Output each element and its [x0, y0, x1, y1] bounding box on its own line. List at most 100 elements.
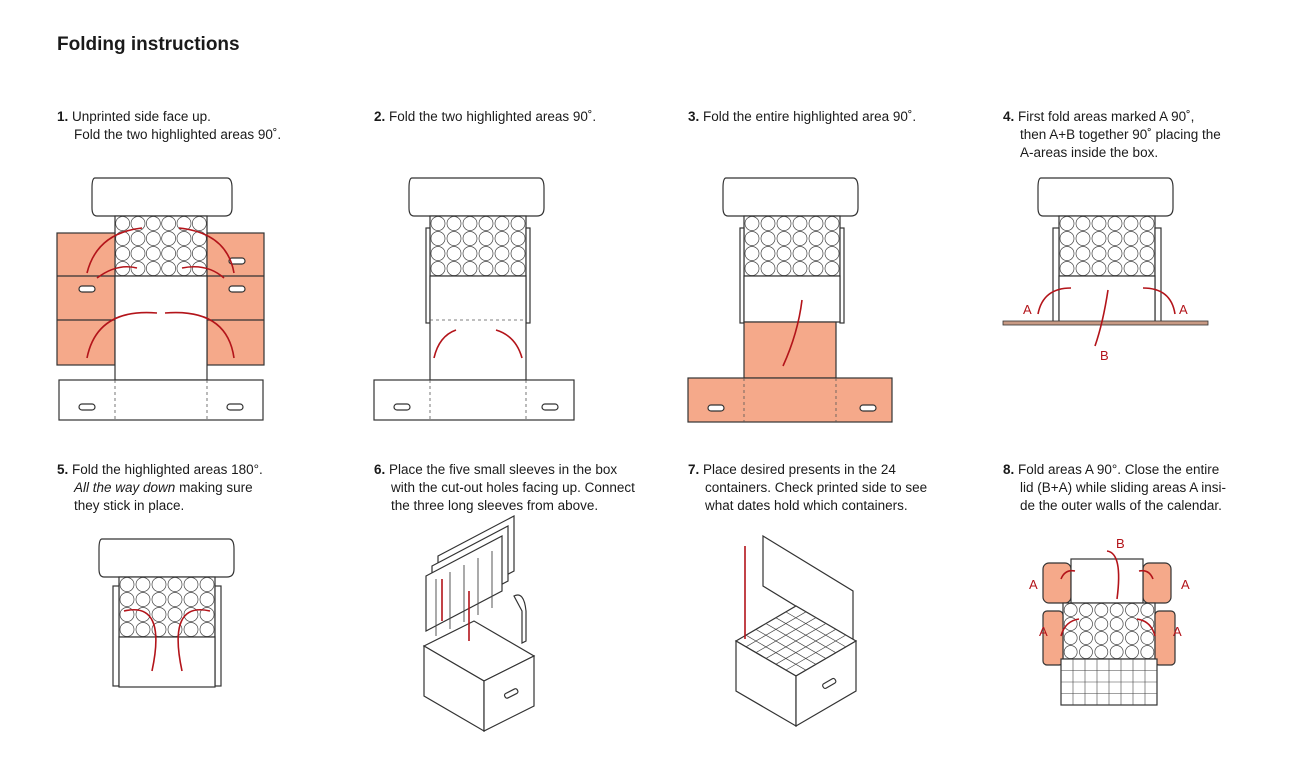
step-4-diagram: A A B — [1002, 177, 1209, 363]
container-hole — [161, 261, 177, 276]
container-hole — [1139, 231, 1155, 246]
container-hole — [776, 261, 792, 276]
container-hole — [808, 216, 824, 231]
container-hole — [167, 607, 183, 622]
container-hole — [1094, 603, 1109, 617]
container-hole — [145, 246, 161, 261]
step-7-diagram — [734, 534, 858, 728]
container-hole — [135, 577, 151, 592]
container-hole — [776, 246, 792, 261]
container-hole — [145, 261, 161, 276]
container-hole — [760, 246, 776, 261]
container-hole — [119, 592, 135, 607]
container-hole — [494, 231, 510, 246]
container-hole — [1075, 231, 1091, 246]
container-hole — [1109, 645, 1124, 659]
step-5-caption: 5. Fold the highlighted areas 180°. All … — [57, 462, 263, 513]
container-hole — [1091, 246, 1107, 261]
container-hole — [145, 216, 161, 231]
container-hole — [430, 261, 446, 276]
container-hole — [1059, 261, 1075, 276]
container-hole — [151, 577, 167, 592]
container-hole — [1079, 645, 1093, 659]
container-hole — [776, 231, 792, 246]
container-hole — [1075, 261, 1091, 276]
container-hole — [183, 592, 199, 607]
container-hole — [119, 607, 135, 622]
container-hole — [494, 216, 510, 231]
container-hole — [478, 261, 494, 276]
container-hole — [176, 246, 192, 261]
svg-text:B: B — [1116, 536, 1125, 551]
container-hole — [494, 261, 510, 276]
container-hole — [1125, 645, 1139, 659]
step-5-diagram — [98, 538, 235, 688]
container-hole — [1091, 216, 1107, 231]
container-hole — [176, 231, 192, 246]
container-hole — [1091, 261, 1107, 276]
step-6-diagram — [422, 515, 536, 733]
svg-text:A: A — [1039, 624, 1048, 639]
container-hole — [446, 216, 462, 231]
container-hole — [430, 216, 446, 231]
container-hole — [1140, 603, 1155, 617]
container-hole — [510, 216, 526, 231]
container-hole — [1059, 216, 1075, 231]
container-hole — [145, 231, 161, 246]
honeycomb-grid — [115, 216, 207, 276]
container-hole — [161, 246, 177, 261]
container-hole — [183, 622, 199, 637]
container-hole — [808, 231, 824, 246]
container-hole — [446, 231, 462, 246]
step-6-caption: 6. Place the five small sleeves in the b… — [374, 462, 635, 513]
container-hole — [1123, 246, 1139, 261]
container-hole — [478, 246, 494, 261]
container-hole — [1123, 261, 1139, 276]
container-hole — [115, 216, 131, 231]
container-hole — [176, 216, 192, 231]
bottom-grid — [1061, 659, 1157, 705]
container-hole — [1140, 645, 1155, 659]
container-hole — [510, 231, 526, 246]
sleeve-slots — [435, 551, 493, 636]
container-hole — [808, 261, 824, 276]
step-8-diagram: A A A A B — [1029, 536, 1190, 706]
container-hole — [130, 261, 146, 276]
step-1-caption: 1. Unprinted side face up. Fold the two … — [57, 109, 282, 142]
container-hole — [176, 261, 192, 276]
svg-text:B: B — [1100, 348, 1109, 363]
container-hole — [792, 216, 808, 231]
step-7-caption: 7. Place desired presents in the 24 cont… — [688, 462, 928, 513]
container-hole — [462, 231, 478, 246]
container-hole — [1123, 216, 1139, 231]
container-hole — [1125, 603, 1139, 617]
container-hole — [824, 231, 840, 246]
container-hole — [1107, 246, 1123, 261]
step-5: 5. Fold the highlighted areas 180°. All … — [57, 461, 347, 781]
container-hole — [1059, 246, 1075, 261]
container-hole — [510, 261, 526, 276]
container-hole — [1079, 603, 1093, 617]
container-hole — [199, 577, 215, 592]
step-3-caption: 3. Fold the entire highlighted area 90˚. — [688, 109, 917, 124]
container-hole — [744, 216, 760, 231]
container-hole — [130, 216, 146, 231]
container-hole — [744, 246, 760, 261]
container-hole — [1139, 246, 1155, 261]
container-hole — [1107, 216, 1123, 231]
container-hole — [1125, 617, 1139, 631]
container-hole — [478, 216, 494, 231]
step-1: 1. Unprinted side face up. Fold the two … — [56, 108, 347, 428]
container-hole — [1091, 231, 1107, 246]
container-hole — [462, 261, 478, 276]
step-4-caption: 4. First fold areas marked A 90˚, then A… — [1003, 109, 1221, 160]
step-1-diagram — [56, 177, 265, 421]
container-hole — [1075, 246, 1091, 261]
container-hole — [792, 246, 808, 261]
step-7: 7. Place desired presents in the 24 cont… — [688, 461, 978, 781]
step-2-caption: 2. Fold the two highlighted areas 90˚. — [374, 109, 597, 124]
svg-text:A: A — [1181, 577, 1190, 592]
container-hole — [1107, 261, 1123, 276]
container-hole — [130, 231, 146, 246]
container-hole — [1109, 631, 1124, 645]
